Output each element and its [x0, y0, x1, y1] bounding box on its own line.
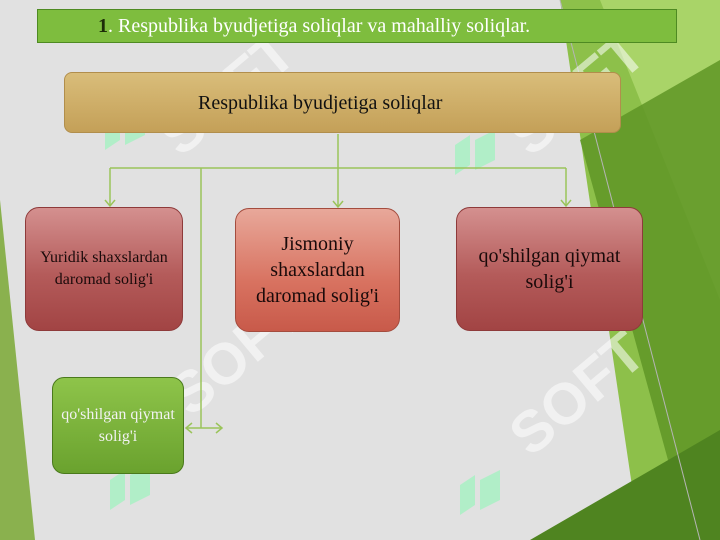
title-text: . Respublika byudjetiga soliqlar va maha… — [108, 15, 531, 37]
left-green-wedge — [0, 200, 35, 540]
arrow-head — [184, 422, 193, 434]
bottom-right-wedge — [530, 430, 720, 540]
right-dark-band — [580, 60, 720, 540]
arrow-head — [104, 199, 116, 208]
title-number: 1 — [98, 15, 108, 37]
arrow-head — [332, 200, 344, 209]
child-node-legal-entities: Yuridik shaxslardan daromad solig'i — [25, 207, 183, 331]
root-node: Respublika byudjetiga soliqlar — [64, 72, 621, 133]
child-node-vat-green: qo'shilgan qiymat solig'i — [52, 377, 184, 474]
watermark-logo-icon — [455, 130, 495, 175]
arrow-head — [215, 422, 224, 434]
child-node-individuals: Jismoniy shaxslardan daromad solig'i — [235, 208, 400, 332]
slide-title: 1. Respublika byudjetiga soliqlar va mah… — [37, 9, 677, 43]
arrow-head — [560, 199, 572, 208]
watermark-logo-icon — [110, 465, 150, 510]
watermark-logo-icon — [460, 470, 500, 515]
child-node-vat: qo'shilgan qiymat solig'i — [456, 207, 643, 331]
